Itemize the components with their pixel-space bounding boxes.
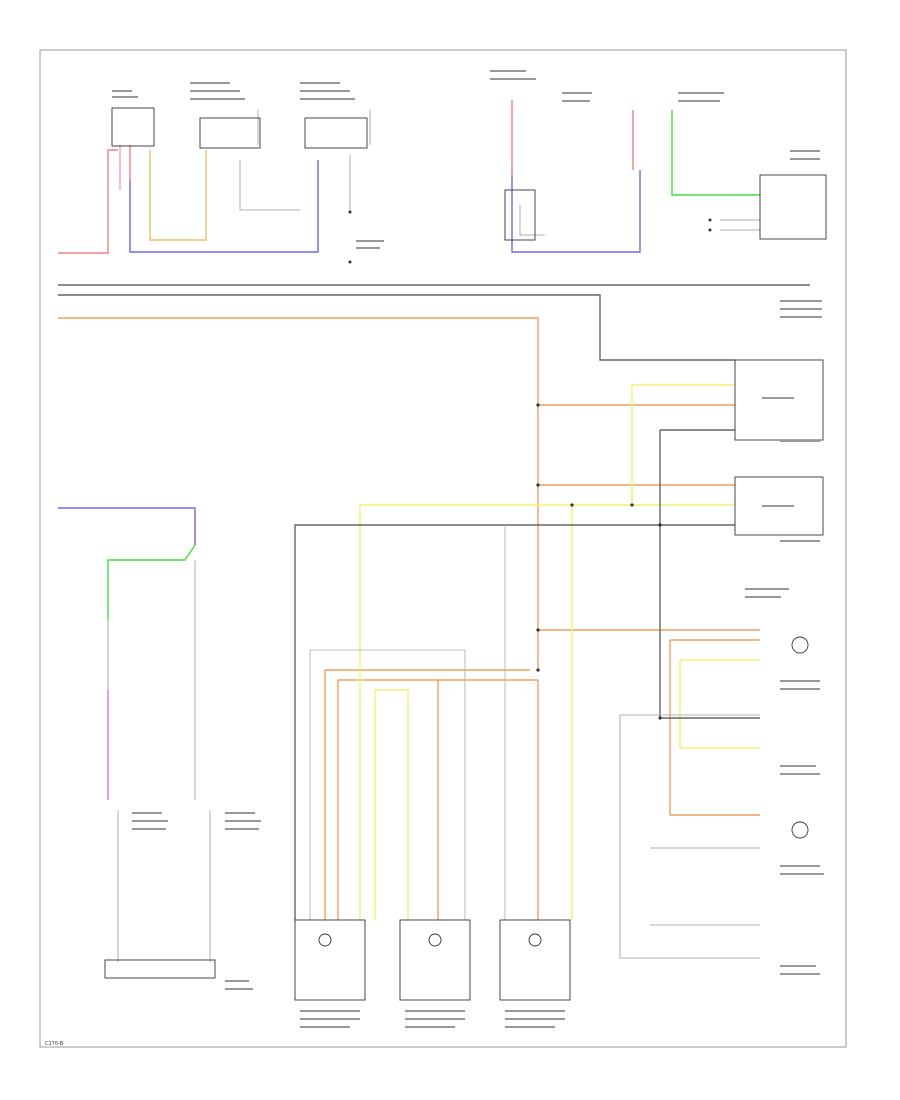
page-reference: C170-B (45, 1041, 64, 1047)
wire-blue (129, 160, 319, 253)
left-middle-circuit (58, 507, 261, 990)
top-right-circuit (490, 70, 827, 253)
wire-orange-main (58, 317, 539, 670)
yellow-wires (359, 384, 760, 920)
bottom-components (294, 919, 571, 1028)
diagram-frame (39, 49, 847, 1048)
right-connectors (536, 300, 824, 975)
wire-green (671, 110, 760, 196)
wire-tan (149, 150, 207, 241)
wire-red (58, 149, 118, 254)
gray-wires (294, 429, 760, 959)
main-bus (58, 284, 810, 920)
top-left-circuit (58, 82, 384, 264)
